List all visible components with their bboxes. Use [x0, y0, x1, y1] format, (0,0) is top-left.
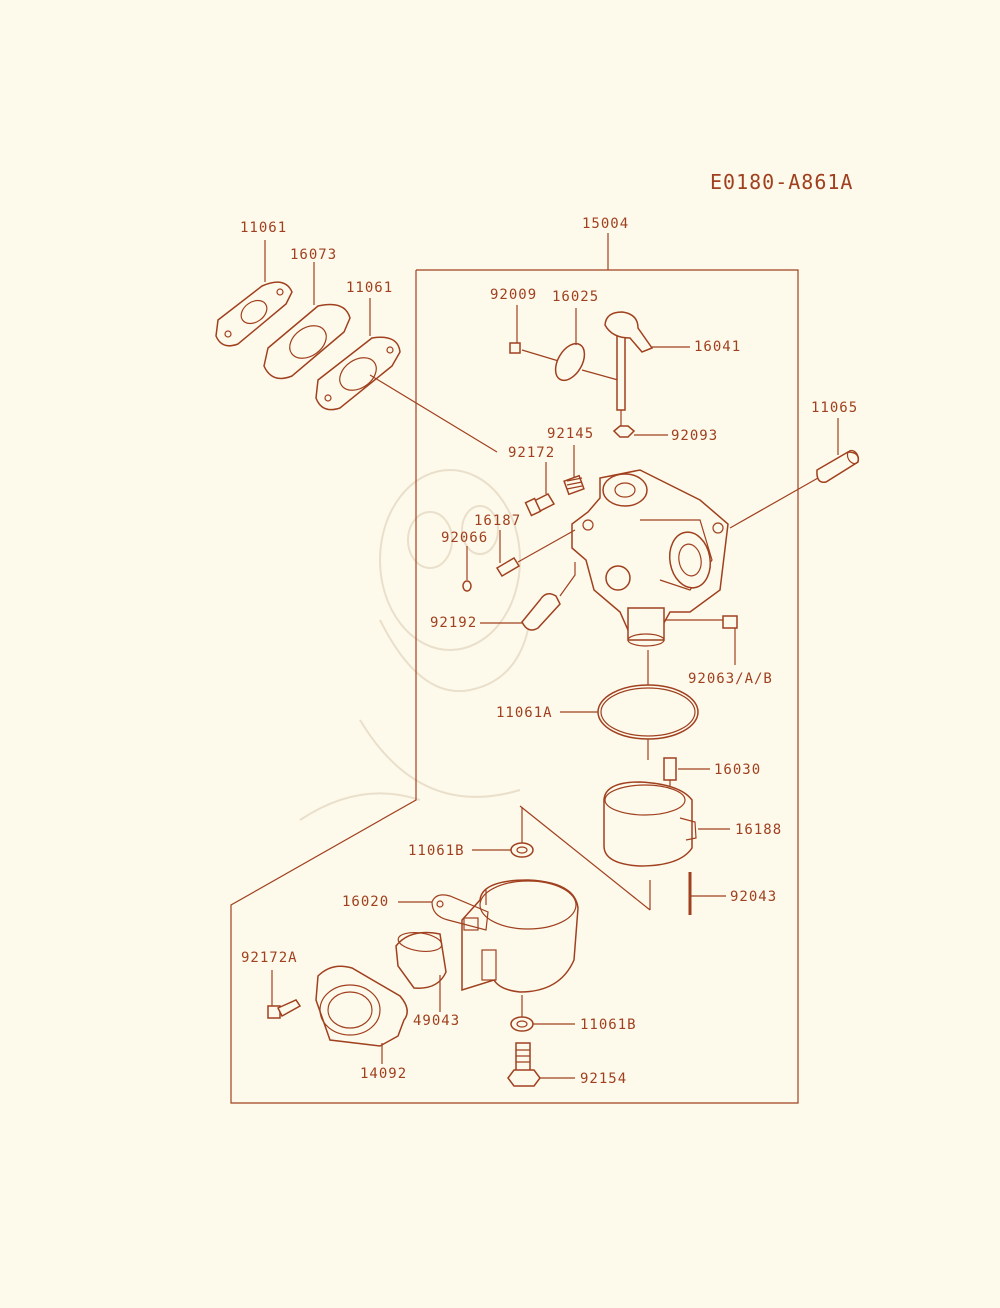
- part-label-16188[interactable]: 16188: [735, 822, 783, 838]
- choke-plate-16025: [554, 342, 586, 382]
- part-label-11061-mid[interactable]: 11061: [346, 280, 394, 296]
- assembly-frame: [230, 269, 799, 1104]
- gasket-11061-mid: [315, 336, 401, 411]
- part-label-49043[interactable]: 49043: [413, 1013, 461, 1029]
- part-label-92154[interactable]: 92154: [580, 1071, 628, 1087]
- part-label-16041[interactable]: 16041: [694, 339, 742, 355]
- needle-16030: [663, 757, 677, 781]
- float-bowl-16020: [431, 879, 579, 993]
- part-label-92009[interactable]: 92009: [490, 287, 538, 303]
- part-label-11061B-top[interactable]: 11061B: [408, 843, 465, 859]
- part-label-15004[interactable]: 15004: [582, 216, 630, 232]
- screw-16187: [495, 556, 521, 578]
- part-label-92172A[interactable]: 92172A: [241, 950, 298, 966]
- jet-92063: [722, 615, 738, 629]
- carburetor-body: [571, 469, 729, 647]
- float-16188: [603, 781, 697, 867]
- part-label-16020[interactable]: 16020: [342, 894, 390, 910]
- screw-92172: [524, 493, 556, 517]
- diagram-code: E0180-A861A: [710, 170, 854, 194]
- part-label-92172[interactable]: 92172: [508, 445, 556, 461]
- part-label-92093[interactable]: 92093: [671, 428, 719, 444]
- gasket-16073: [263, 303, 351, 380]
- part-label-16030[interactable]: 16030: [714, 762, 762, 778]
- choke-lever-16041: [604, 311, 654, 411]
- washer-11061B-top: [510, 842, 534, 858]
- spring-92145: [563, 474, 585, 496]
- part-label-11061A[interactable]: 11061A: [496, 705, 553, 721]
- washer-11061B-bottom: [510, 1016, 534, 1032]
- tube-11065: [816, 449, 860, 483]
- part-label-92043[interactable]: 92043: [730, 889, 778, 905]
- screw-92172A: [267, 999, 302, 1019]
- part-label-92145[interactable]: 92145: [547, 426, 595, 442]
- nut-92093: [612, 425, 636, 438]
- gasket-11061-top: [215, 281, 293, 347]
- filter-49043: [395, 931, 447, 989]
- part-label-11061-top[interactable]: 11061: [240, 220, 288, 236]
- watermark: [299, 469, 531, 821]
- hose-92192: [521, 593, 561, 631]
- part-label-14092[interactable]: 14092: [360, 1066, 408, 1082]
- part-label-16187[interactable]: 16187: [474, 513, 522, 529]
- part-label-16073[interactable]: 16073: [290, 247, 338, 263]
- screw-92009: [509, 342, 521, 354]
- part-label-92063[interactable]: 92063/A/B: [688, 671, 773, 687]
- part-label-16025[interactable]: 16025: [552, 289, 600, 305]
- cap-92066: [462, 580, 472, 592]
- adapter-14092: [315, 965, 408, 1047]
- part-label-92192[interactable]: 92192: [430, 615, 478, 631]
- bolt-92154: [507, 1042, 541, 1087]
- part-label-11061B-bottom[interactable]: 11061B: [580, 1017, 637, 1033]
- part-label-11065[interactable]: 11065: [811, 400, 859, 416]
- part-label-92066[interactable]: 92066: [441, 530, 489, 546]
- oring-11061A: [597, 684, 699, 740]
